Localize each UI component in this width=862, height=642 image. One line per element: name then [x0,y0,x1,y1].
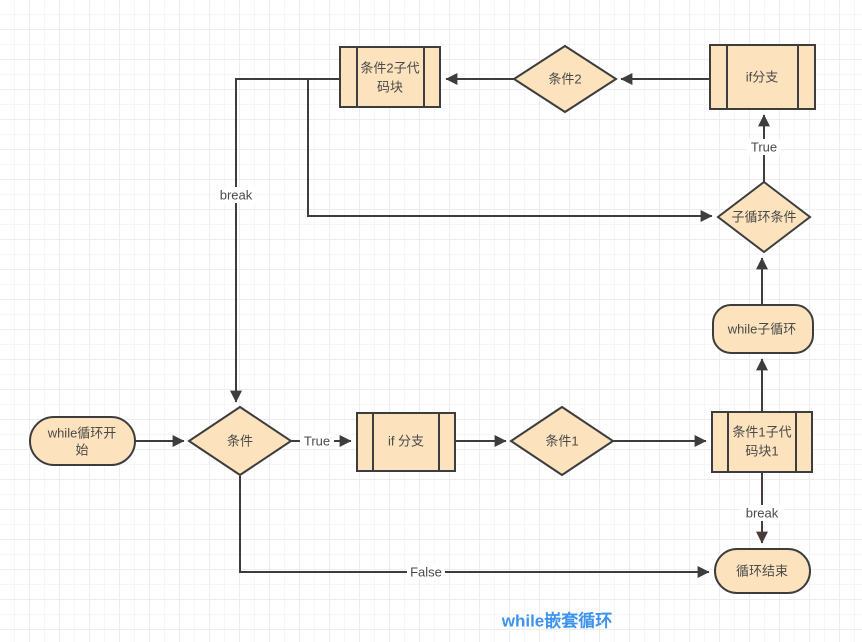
node-cond1-shape [509,405,615,477]
node-ifbranch1[interactable]: if 分支 [356,412,456,472]
diagram-title: while嵌套循环 [501,610,613,630]
edge-label-break-left-bg [215,187,257,203]
node-ifbranch1-label: if 分支 [388,433,424,448]
node-endloop[interactable]: 循环结束 [714,548,811,594]
node-cond2[interactable]: 条件2 [512,44,618,114]
edge-label-break-left: break [220,187,253,202]
node-subcond[interactable]: 子循环条件 [716,180,812,254]
node-whilesub[interactable]: while子循环 [712,304,814,354]
edge-label-false-bg [407,564,445,580]
node-whilesub-label: while子循环 [727,321,797,336]
node-start-label-line1: while循环开 [47,425,117,440]
edge-label-true-lower-bg [300,433,334,449]
node-block2-label-line1: 条件2子代 [360,60,419,75]
edge-block2-to-cond-break [230,78,340,403]
node-cond-shape [187,405,293,477]
edge-labels-layer: True True False break break [215,139,783,580]
node-block1-label-line2: 码块1 [745,443,778,458]
edge-label-break-right-bg [741,505,783,521]
node-cond1-label: 条件1 [545,433,578,448]
node-subcond-shape [716,180,812,254]
node-ifbranch2[interactable]: if分支 [709,44,816,110]
edge-label-true-lower: True [304,433,330,448]
node-block2[interactable]: 条件2子代 码块 [339,46,441,108]
node-start[interactable]: while循环开 始 [29,416,136,466]
edge-label-break-right: break [746,505,779,520]
node-start-shape [29,416,136,466]
edge-cond-to-endloop-false [239,476,710,578]
node-whilesub-shape [712,304,814,354]
node-block1-label-line1: 条件1子代 [732,424,791,439]
edge-label-true-upper: True [751,139,777,154]
node-ifbranch2-label: if分支 [746,69,779,84]
node-endloop-label: 循环结束 [736,563,788,578]
node-cond1[interactable]: 条件1 [509,405,615,477]
node-cond2-shape [512,44,618,114]
node-block1[interactable]: 条件1子代 码块1 [711,411,813,473]
node-start-label-line2: 始 [75,442,88,457]
node-subcond-label: 子循环条件 [731,209,796,224]
node-cond-label: 条件 [227,433,253,448]
node-cond2-label: 条件2 [548,71,581,86]
edge-label-false: False [410,564,442,579]
edge-label-true-upper-bg [747,139,781,155]
edges-layer [135,73,770,578]
node-block2-label-line2: 码块 [377,79,403,94]
node-endloop-shape [714,548,811,594]
node-cond[interactable]: 条件 [187,405,293,477]
